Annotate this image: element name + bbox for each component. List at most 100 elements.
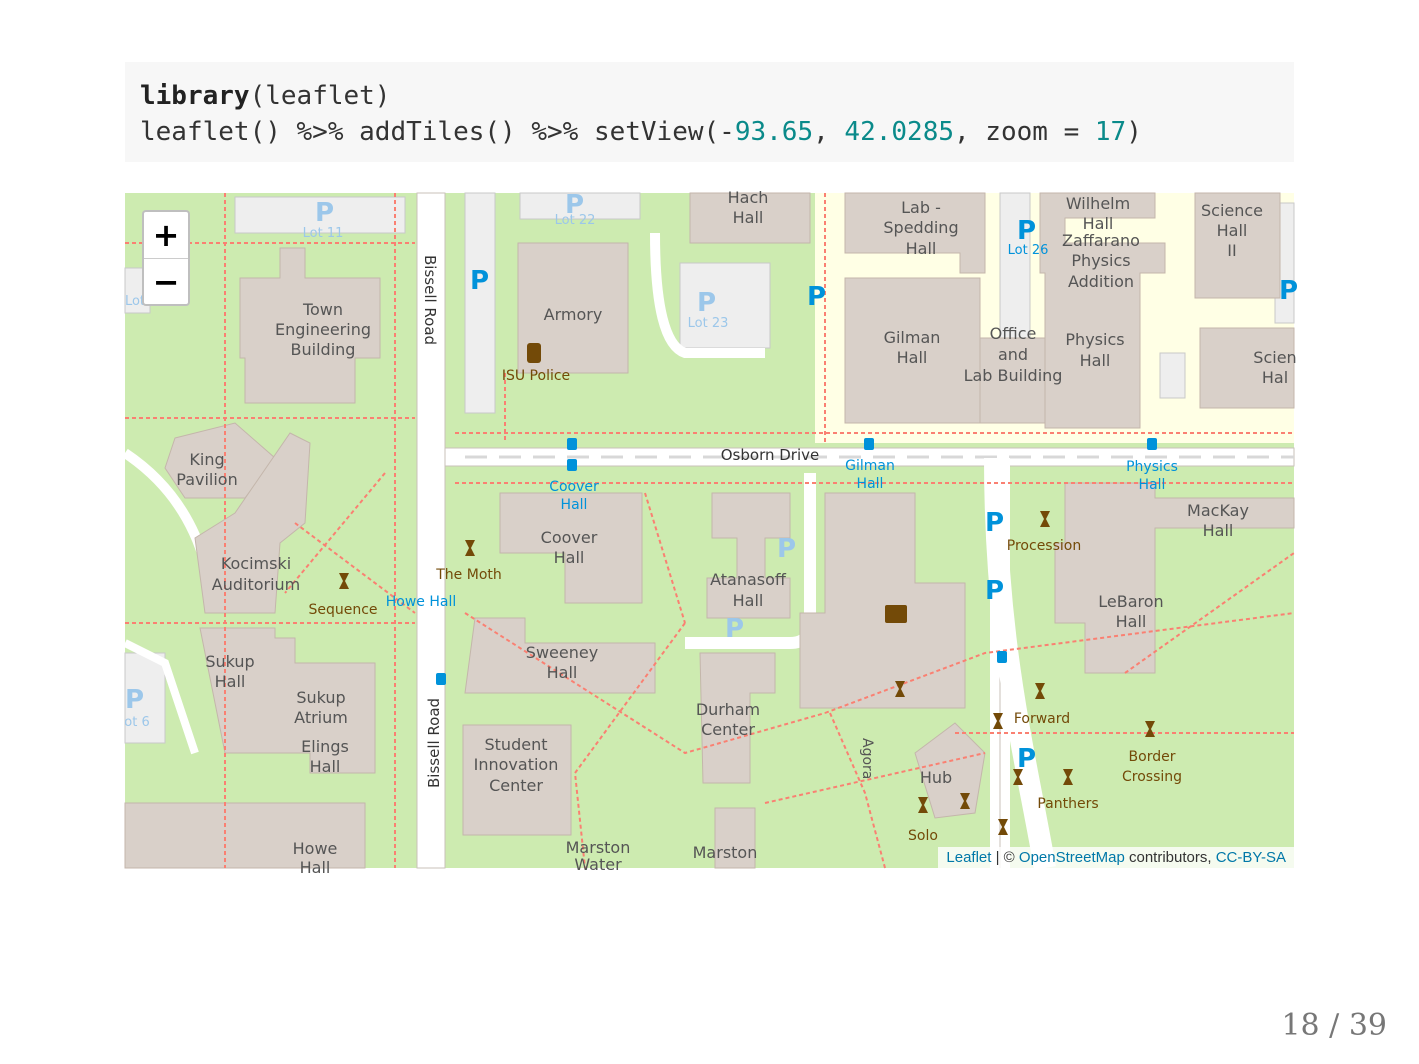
label-physics-1: Physics bbox=[1065, 330, 1124, 349]
label-howe-2: Hall bbox=[300, 858, 331, 877]
label-agora: Agora bbox=[859, 738, 875, 779]
spedding-hall-building bbox=[844, 192, 986, 274]
label-sweeney-2: Hall bbox=[547, 663, 578, 682]
label-zaffarano-3: Addition bbox=[1068, 272, 1134, 291]
label-town-engineering-1: Town bbox=[302, 300, 343, 319]
label-lot11: Lot 11 bbox=[303, 226, 344, 241]
artwork-icons bbox=[339, 343, 1155, 835]
label-king-1: King bbox=[189, 450, 224, 469]
label-kocimski-2: Auditorium bbox=[212, 575, 301, 594]
label-zaffarano-1: Zaffarano bbox=[1062, 231, 1140, 250]
svg-text:P: P bbox=[807, 282, 826, 312]
label-science2-1: Science bbox=[1201, 201, 1263, 220]
gilman-hall-building bbox=[844, 277, 981, 424]
page-number: 18 / 39 bbox=[1281, 1008, 1387, 1043]
svg-text:P: P bbox=[985, 508, 1004, 538]
label-sweeney-1: Sweeney bbox=[526, 643, 598, 662]
label-bissell-road-bottom: Bissell Road bbox=[425, 698, 443, 788]
label-lot26: Lot 26 bbox=[1008, 243, 1049, 258]
label-marston-water-2: Water bbox=[574, 855, 622, 874]
label-hub: Hub bbox=[920, 768, 952, 787]
svg-text:P: P bbox=[315, 198, 334, 228]
label-physics-stop-1: Physics bbox=[1126, 459, 1178, 475]
label-sukup-hall-2: Hall bbox=[215, 672, 246, 691]
svg-text:P: P bbox=[777, 534, 796, 564]
student-innovation-center-building bbox=[462, 724, 572, 836]
label-lot-left: Lot bbox=[125, 294, 145, 309]
label-gilman-stop-2: Hall bbox=[857, 476, 884, 492]
svg-text:P: P bbox=[565, 190, 584, 220]
parking-icons: P P P P P P P P P P P P P bbox=[125, 190, 1298, 774]
sweeney-hall-building bbox=[464, 617, 656, 694]
leaflet-link[interactable]: Leaflet bbox=[946, 849, 992, 866]
leaflet-map[interactable]: P P P P P P P P P P P P P bbox=[122, 188, 1298, 877]
label-gilman-1: Gilman bbox=[884, 328, 941, 347]
label-coover-2: Hall bbox=[554, 548, 585, 567]
label-the-moth: The Moth bbox=[435, 567, 502, 583]
label-science2-3: II bbox=[1227, 241, 1236, 260]
svg-text:P: P bbox=[1017, 744, 1036, 774]
label-science2-2: Hall bbox=[1217, 221, 1248, 240]
svg-text:P: P bbox=[985, 576, 1004, 606]
label-science-1: Scien bbox=[1253, 348, 1296, 367]
attribution-sep: | © bbox=[991, 849, 1019, 866]
code-text: ) bbox=[1126, 117, 1142, 147]
label-kocimski-1: Kocimski bbox=[221, 554, 291, 573]
code-keyword: library bbox=[140, 81, 250, 111]
label-atanasoff-2: Hall bbox=[733, 591, 764, 610]
label-marston: Marston bbox=[693, 843, 758, 862]
label-town-engineering-3: Building bbox=[291, 340, 356, 359]
label-physics-stop-2: Hall bbox=[1139, 477, 1166, 493]
physics-hall-building bbox=[1039, 192, 1166, 429]
label-solo: Solo bbox=[908, 828, 938, 844]
label-mackay-2: Hall bbox=[1203, 521, 1234, 540]
buildings bbox=[124, 192, 1295, 869]
code-text: , bbox=[813, 117, 845, 147]
label-spedding-1: Lab - bbox=[901, 198, 941, 217]
label-spedding-3: Hall bbox=[906, 239, 937, 258]
label-office-2: and bbox=[998, 345, 1028, 364]
label-office-3: Lab Building bbox=[964, 366, 1063, 385]
svg-text:P: P bbox=[725, 614, 744, 644]
code-text: , zoom = bbox=[954, 117, 1095, 147]
label-durham-2: Center bbox=[701, 720, 755, 739]
label-border-crossing-1: Border bbox=[1129, 749, 1176, 765]
office-lab-building bbox=[979, 337, 1046, 424]
code-number-zoom: 17 bbox=[1094, 117, 1127, 147]
label-bissell-road-top: Bissell Road bbox=[421, 255, 439, 345]
artwork-labels: ISU Police Sequence The Moth Procession … bbox=[308, 368, 1182, 844]
howe-hall-building bbox=[124, 802, 366, 869]
osm-link[interactable]: OpenStreetMap bbox=[1018, 849, 1125, 866]
label-howe-1: Howe bbox=[293, 839, 338, 858]
marston-hall-building bbox=[714, 807, 756, 869]
label-armory: Armory bbox=[544, 305, 603, 324]
label-gilman-stop-1: Gilman bbox=[845, 458, 895, 474]
label-osborn-drive: Osborn Drive bbox=[721, 446, 820, 464]
label-sukup-atrium-1: Sukup bbox=[296, 688, 345, 707]
label-gilman-2: Hall bbox=[897, 348, 928, 367]
label-lot6: ot 6 bbox=[124, 715, 149, 730]
zoom-in-button[interactable]: + bbox=[144, 212, 188, 259]
label-wilhelm-2: Hall bbox=[1083, 214, 1114, 233]
science-hall-building bbox=[1199, 327, 1295, 409]
footways bbox=[125, 193, 1295, 869]
code-number-lat: 42.0285 bbox=[844, 117, 954, 147]
label-mackay-1: MacKay bbox=[1187, 501, 1249, 520]
attribution: Leaflet | © OpenStreetMap contributors, … bbox=[938, 847, 1294, 868]
svg-text:P: P bbox=[470, 266, 489, 296]
label-border-crossing-2: Crossing bbox=[1122, 769, 1182, 785]
label-lot22: Lot 22 bbox=[555, 213, 596, 228]
label-zaffarano-2: Physics bbox=[1071, 251, 1130, 270]
science-hall-2-building bbox=[1194, 192, 1281, 299]
roads bbox=[122, 192, 1295, 870]
building-labels: Town Engineering Building Armory Hach Ha… bbox=[176, 188, 1296, 877]
map-tiles[interactable]: P P P P P P P P P P P P P bbox=[122, 188, 1298, 877]
label-hach-1: Hach bbox=[728, 188, 769, 207]
atanasoff-hall-building bbox=[706, 492, 791, 619]
label-marston-water-1: Marston bbox=[566, 838, 631, 857]
zoom-out-button[interactable]: − bbox=[152, 263, 180, 301]
zoom-control: + − bbox=[142, 210, 190, 306]
label-lebaron-2: Hall bbox=[1116, 612, 1147, 631]
label-sukup-atrium-2: Atrium bbox=[294, 708, 348, 727]
license-link[interactable]: CC-BY-SA bbox=[1215, 849, 1286, 866]
